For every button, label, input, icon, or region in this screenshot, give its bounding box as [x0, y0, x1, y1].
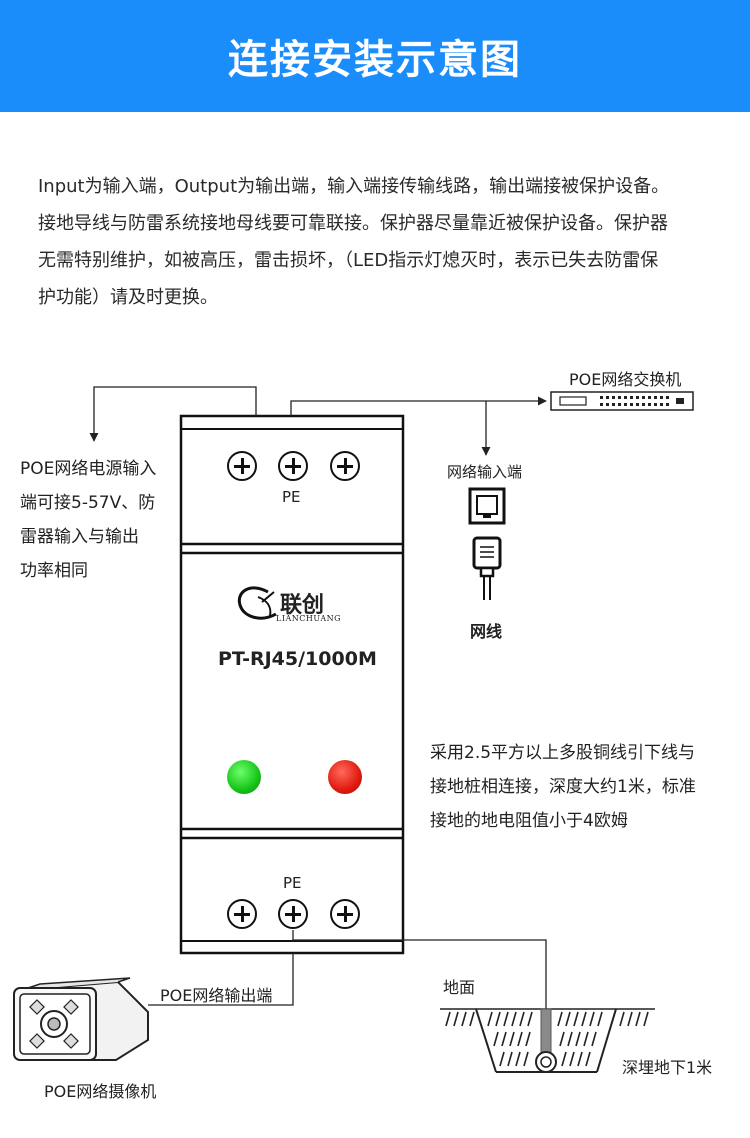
camera-label: POE网络摄像机 — [44, 1082, 157, 1101]
terminal-screw-icon — [278, 451, 308, 481]
intro-line: 接地导线与防雷系统接地母线要可靠联接。保护器尽量靠近被保护设备。保护器 — [38, 213, 668, 234]
terminal-screw-icon — [330, 899, 360, 929]
bottom-pe-label: PE — [283, 874, 302, 892]
input-wire — [89, 386, 257, 442]
brand-logo-icon — [237, 586, 277, 620]
ground-wire — [292, 930, 547, 1055]
left-note-line: 功率相同 — [20, 561, 88, 581]
intro-line: 无需特别维护，如被高压，雷击损坏，（LED指示灯熄灭时，表示已失去防雷保 — [38, 250, 659, 271]
right-note-line: 采用2.5平方以上多股铜线引下线与 — [430, 743, 696, 763]
terminal-screw-icon — [227, 899, 257, 929]
brand-name-en: LIANCHUANG — [276, 614, 342, 623]
right-note-line: 接地的地电阻值小于4欧姆 — [430, 811, 628, 831]
switch-device — [550, 391, 694, 411]
device-body — [179, 414, 405, 955]
output-wire — [148, 953, 294, 1006]
top-pe-label: PE — [282, 488, 301, 506]
intro-text: Input为输入端，Output为输出端，输入端接传输线路，输出端接被保护设备。… — [38, 168, 728, 316]
ground-rod-icon — [535, 1008, 557, 1073]
right-note: 采用2.5平方以上多股铜线引下线与 接地桩相连接，深度大约1米，标准 接地的地电… — [430, 736, 696, 838]
net-input-label: 网络输入端 — [447, 463, 523, 481]
status-led-red — [328, 760, 362, 794]
cable-label: 网线 — [470, 622, 503, 641]
left-note-line: 雷器输入与输出 — [20, 527, 139, 547]
switch-wire — [290, 396, 547, 456]
header-banner: 连接安装示意图 — [0, 0, 750, 112]
rj45-plug-icon — [472, 536, 502, 600]
switch-label: POE网络交换机 — [569, 370, 682, 389]
model-number: PT-RJ45/1000M — [218, 648, 377, 670]
left-note: POE网络电源输入 端可接5-57V、防 雷器输入与输出 功率相同 — [20, 452, 156, 588]
status-led-green — [227, 760, 261, 794]
terminal-screw-icon — [330, 451, 360, 481]
rj45-socket-icon — [468, 487, 506, 525]
brand-name-cn: 联创 — [280, 593, 325, 618]
terminal-screw-icon — [227, 451, 257, 481]
left-note-line: POE网络电源输入 — [20, 459, 157, 479]
camera-icon — [13, 977, 149, 1061]
intro-line: 护功能）请及时更换。 — [38, 287, 218, 308]
right-note-line: 接地桩相连接，深度大约1米，标准 — [430, 777, 696, 797]
ground-label: 地面 — [443, 978, 476, 997]
page-title: 连接安装示意图 — [228, 37, 522, 83]
left-note-line: 端可接5-57V、防 — [20, 493, 156, 513]
terminal-screw-icon — [278, 899, 308, 929]
buried-label: 深埋地下1米 — [622, 1058, 713, 1077]
intro-line: Input为输入端，Output为输出端，输入端接传输线路，输出端接被保护设备。 — [38, 176, 670, 197]
output-label: POE网络输出端 — [160, 986, 273, 1005]
